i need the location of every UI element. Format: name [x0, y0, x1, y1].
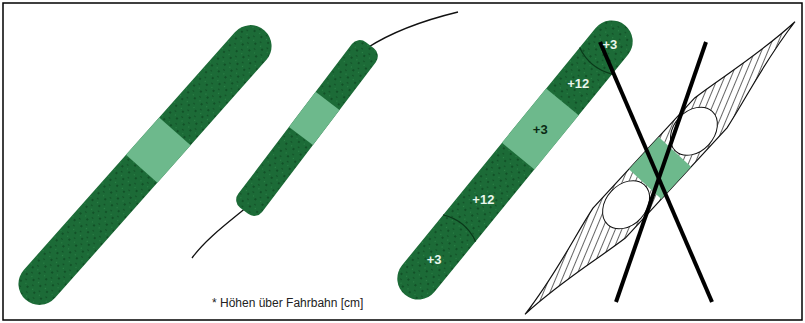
cross-line [600, 42, 712, 302]
green-strip [389, 12, 641, 308]
height-label: +3 [427, 253, 442, 266]
wire [367, 12, 458, 48]
green-strip [10, 16, 280, 313]
height-label: +12 [472, 192, 494, 205]
height-label: +12 [567, 76, 589, 89]
frame [3, 3, 802, 320]
height-label: +3 [533, 123, 548, 136]
height-label: +3 [602, 37, 617, 50]
green-strip [232, 36, 382, 220]
wire [192, 207, 247, 258]
wrong-strip [509, 7, 805, 323]
caption: * Höhen über Fahrbahn [cm] [210, 296, 365, 310]
cross-line [616, 42, 706, 302]
